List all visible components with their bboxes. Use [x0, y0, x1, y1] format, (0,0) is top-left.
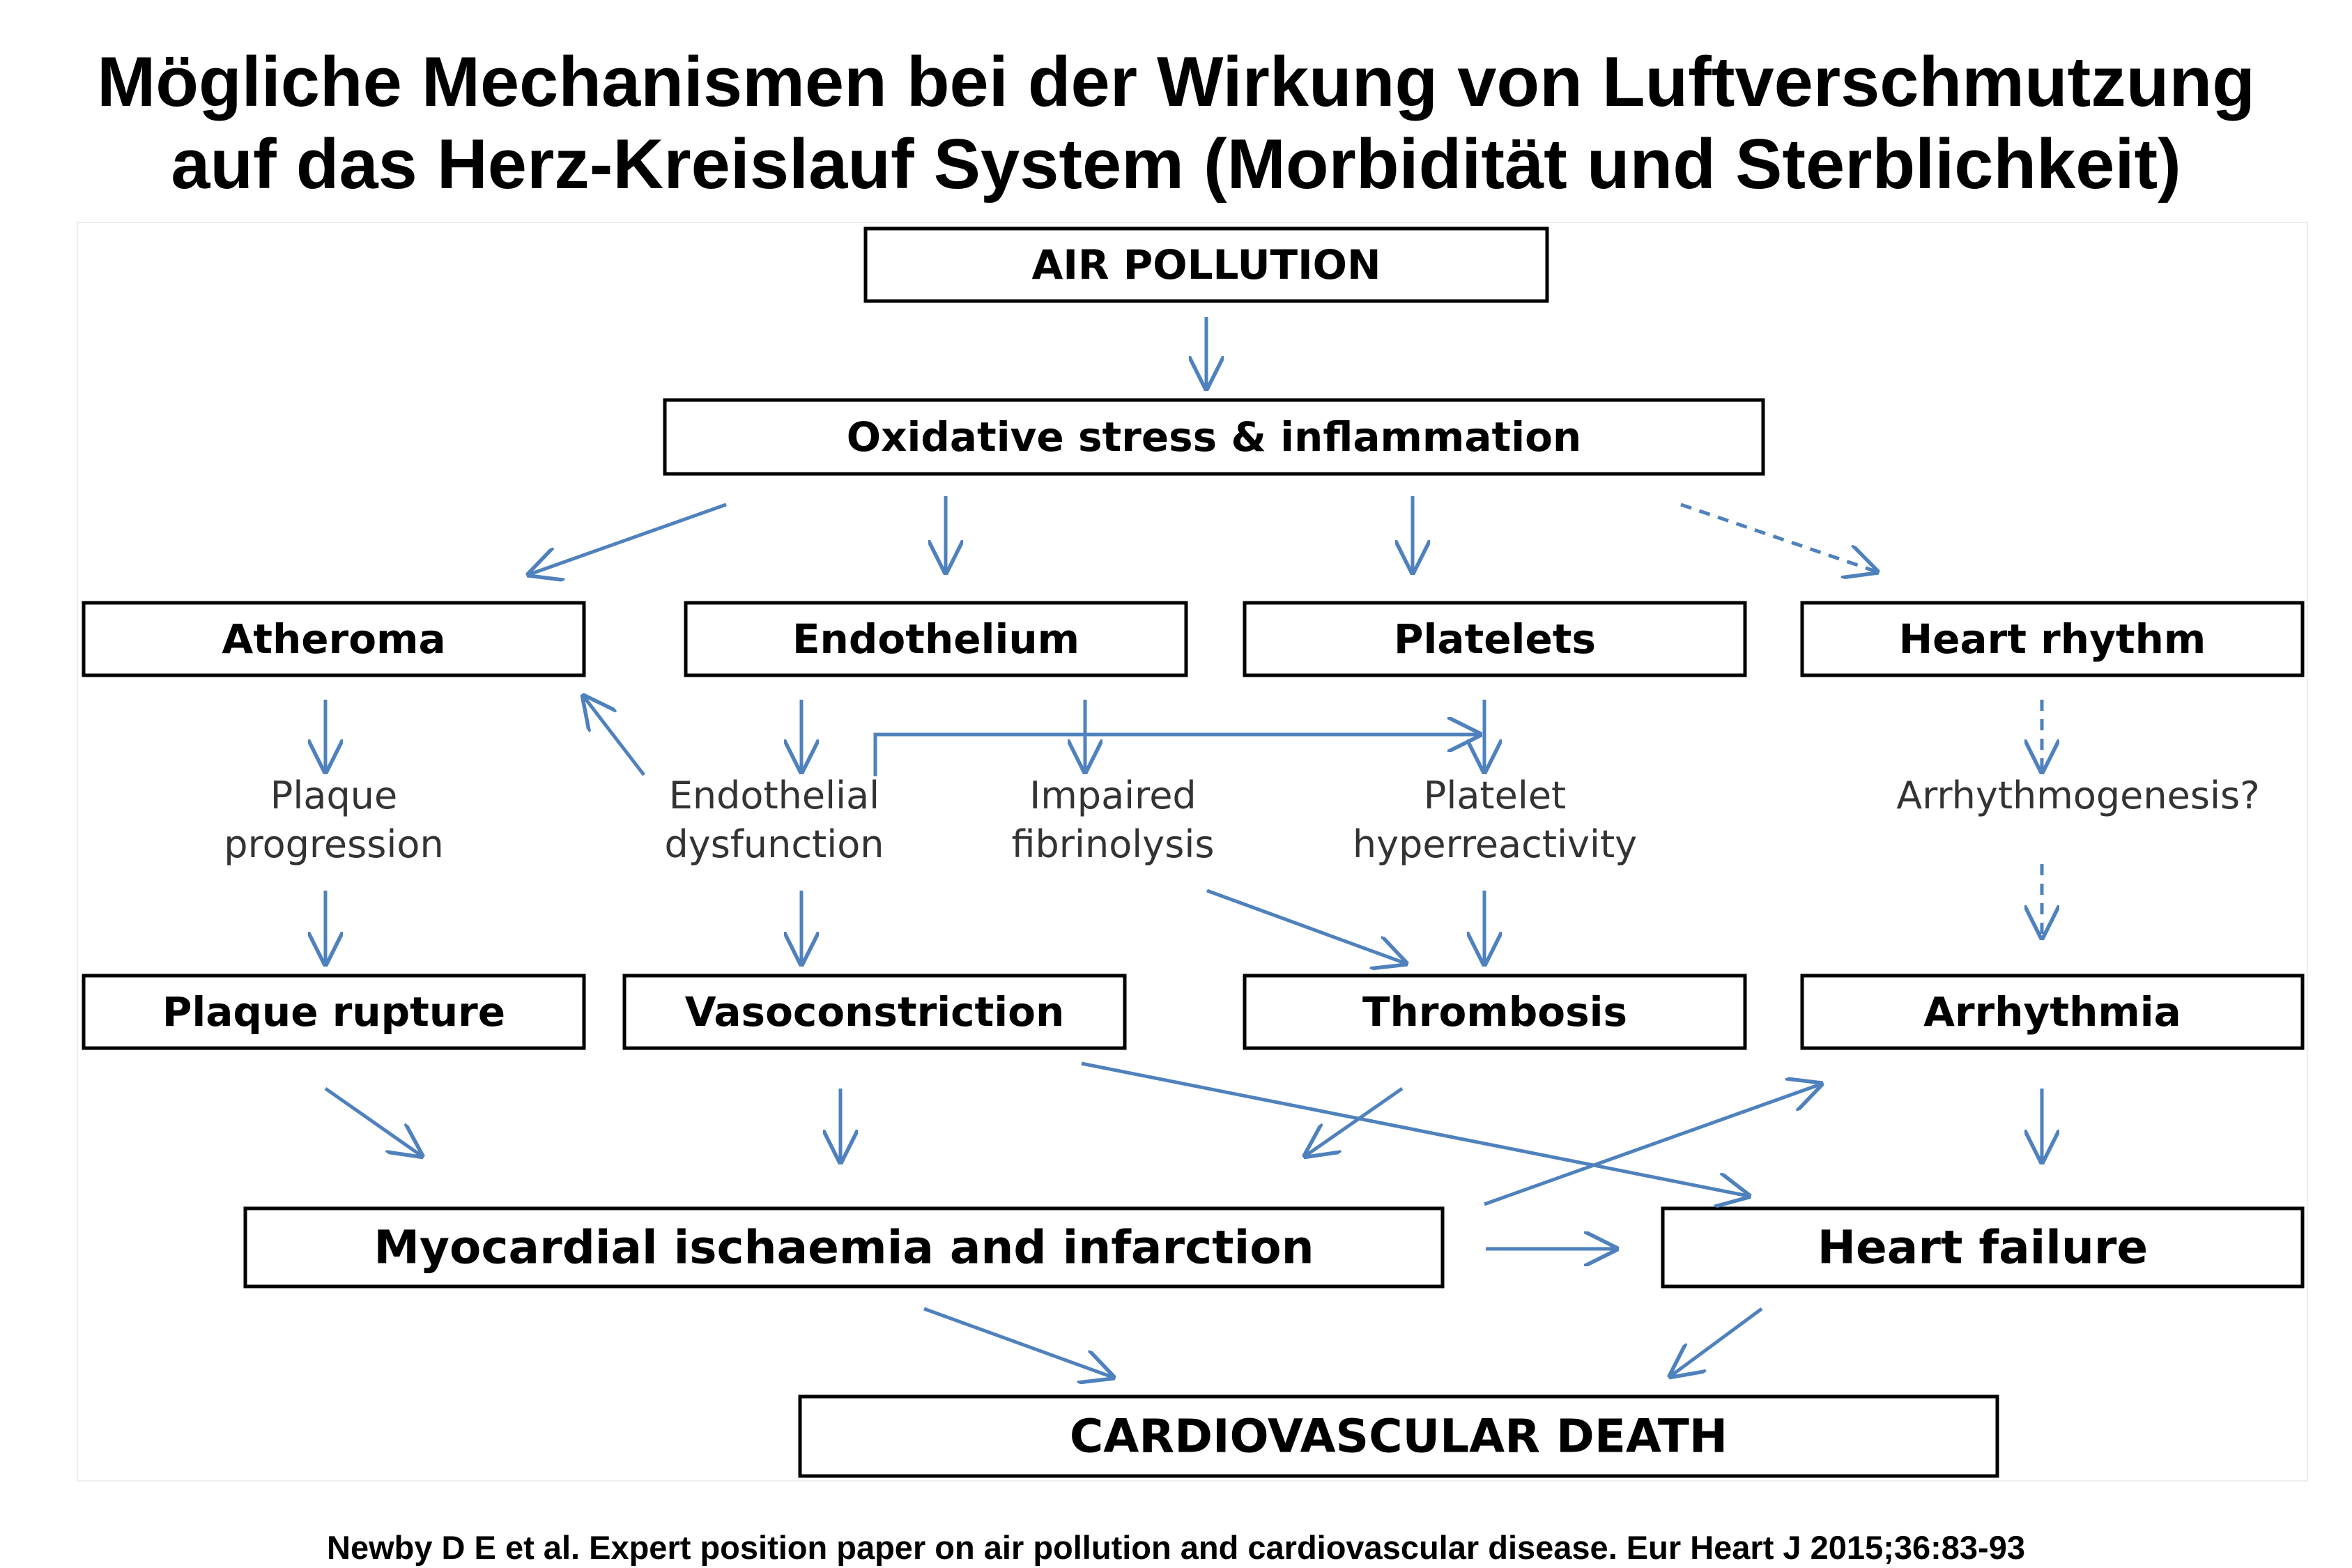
label-endothelial-dysfunction-line1: Endothelial [669, 774, 879, 817]
arrow-oxidative-to-atheroma [530, 502, 727, 574]
page-title-line-2: auf das Herz-Kreislauf System (Morbiditä… [171, 125, 2181, 203]
arrow-endothelial-dysfunction-to-platelets [873, 735, 1479, 776]
box-myocardial-ischaemia-label: Myocardial ischaemia and infarction [374, 1221, 1314, 1275]
arrow-endothelial-dysfunction-to-atheroma [584, 697, 645, 776]
box-arrhythmia: Arrhythmia [1800, 974, 2305, 1050]
label-impaired-fibrinolysis-line2: fibrinolysis [1012, 822, 1215, 866]
box-plaque-rupture-label: Plaque rupture [162, 988, 505, 1036]
box-endothelium-label: Endothelium [792, 615, 1079, 663]
box-cardiovascular-death-label: CARDIOVASCULAR DEATH [1070, 1410, 1728, 1463]
box-arrhythmia-label: Arrhythmia [1923, 988, 2181, 1036]
page-title-line-1: Mögliche Mechanismen bei der Wirkung von… [97, 43, 2255, 121]
box-platelets-label: Platelets [1394, 615, 1596, 663]
box-thrombosis: Thrombosis [1243, 974, 1747, 1050]
box-heart-failure: Heart failure [1661, 1206, 2305, 1289]
arrow-thrombosis-to-myocardial [1306, 1086, 1404, 1155]
arrow-heart-failure-to-cv-death [1671, 1307, 1763, 1376]
box-oxidative-stress-label: Oxidative stress & inflammation [847, 413, 1581, 461]
arrow-vasoconstriction-to-heart-failure [1081, 1061, 1748, 1196]
box-air-pollution-label: AIR POLLUTION [1031, 241, 1381, 289]
box-air-pollution: AIR POLLUTION [863, 226, 1549, 303]
arrow-oxidative-to-heart-rhythm [1680, 502, 1876, 571]
label-plaque-progression-line2: progression [224, 822, 443, 866]
box-cardiovascular-death: CARDIOVASCULAR DEATH [798, 1394, 1999, 1478]
box-heart-rhythm-label: Heart rhythm [1899, 615, 2206, 663]
box-platelets: Platelets [1243, 601, 1747, 677]
label-impaired-fibrinolysis-line1: Impaired [1029, 774, 1196, 817]
arrow-impaired-fibrinolysis-to-thrombosis [1206, 889, 1405, 963]
label-platelet-hyperreactivity-line2: hyperreactivity [1353, 822, 1637, 866]
box-oxidative-stress: Oxidative stress & inflammation [663, 398, 1765, 476]
box-heart-failure-label: Heart failure [1817, 1221, 2148, 1275]
box-plaque-rupture: Plaque rupture [82, 974, 586, 1050]
diagram-frame: AIR POLLUTION Oxidative stress & inflamm… [77, 222, 2308, 1482]
label-endothelial-dysfunction-line2: dysfunction [665, 822, 884, 866]
box-myocardial-ischaemia: Myocardial ischaemia and infarction [243, 1206, 1445, 1289]
box-atheroma: Atheroma [82, 601, 586, 677]
label-plaque-progression-line1: Plaque [270, 774, 397, 817]
arrow-plaque-rupture-to-myocardial [324, 1086, 421, 1155]
arrow-myocardial-to-arrhythmia [1484, 1084, 1820, 1206]
box-endothelium: Endothelium [684, 601, 1188, 677]
box-vasoconstriction-label: Vasoconstriction [685, 988, 1065, 1036]
arrow-myocardial-to-cv-death [923, 1307, 1112, 1377]
box-atheroma-label: Atheroma [222, 615, 445, 663]
box-heart-rhythm: Heart rhythm [1800, 601, 2305, 677]
box-vasoconstriction: Vasoconstriction [622, 974, 1127, 1050]
citation: Newby D E et al. Expert position paper o… [327, 1529, 2025, 1566]
label-platelet-hyperreactivity-line1: Platelet [1424, 774, 1566, 817]
label-arrhythmogenesis: Arrhythmogenesis? [1896, 774, 2260, 817]
box-thrombosis-label: Thrombosis [1362, 988, 1627, 1036]
mechanism-diagram: AIR POLLUTION Oxidative stress & inflamm… [82, 226, 2305, 1478]
